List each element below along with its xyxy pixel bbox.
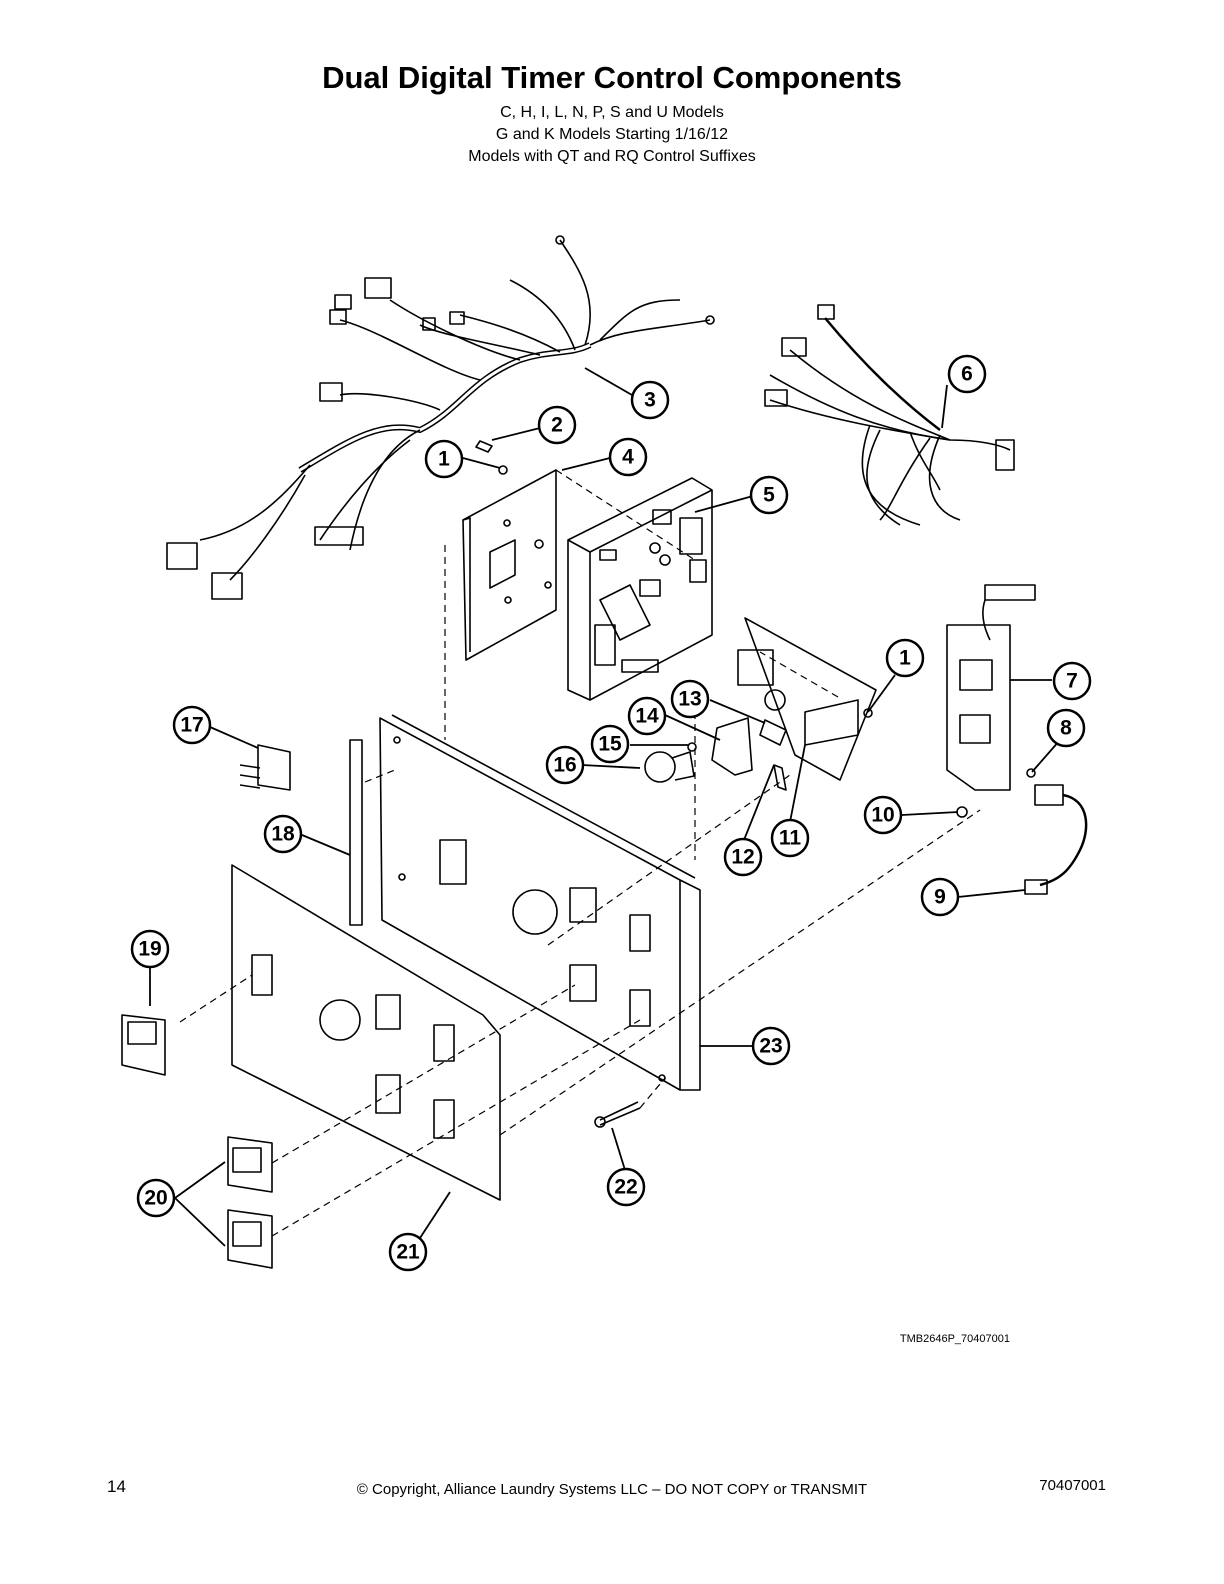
svg-text:14: 14 — [635, 705, 659, 728]
svg-text:7: 7 — [1066, 670, 1078, 693]
alignment-lines — [179, 469, 981, 1237]
svg-text:1: 1 — [438, 448, 450, 471]
svg-text:18: 18 — [271, 823, 295, 846]
callout-21: 21 — [388, 1232, 428, 1272]
svg-text:16: 16 — [553, 754, 576, 777]
svg-text:21: 21 — [396, 1241, 420, 1264]
callout-6: 6 — [947, 354, 987, 394]
leader-lines — [149, 367, 1061, 1247]
svg-text:3: 3 — [644, 389, 656, 412]
svg-text:15: 15 — [598, 733, 622, 756]
callout-18: 18 — [263, 814, 303, 854]
callout-4: 4 — [608, 437, 648, 477]
callout-3: 3 — [630, 380, 670, 420]
callout-11: 11 — [770, 818, 810, 858]
control-panel — [379, 714, 701, 1091]
callout-12: 12 — [723, 837, 763, 877]
page-title: Dual Digital Timer Control Components — [322, 60, 902, 95]
document-number: 70407001 — [1039, 1477, 1106, 1494]
svg-text:5: 5 — [763, 484, 775, 507]
subtitle-line-3: Models with QT and RQ Control Suffixes — [468, 148, 756, 165]
callout-19: 19 — [130, 929, 170, 969]
svg-text:9: 9 — [934, 886, 946, 909]
svg-text:11: 11 — [779, 827, 802, 850]
mounting-plate — [462, 469, 557, 661]
callout-23: 23 — [751, 1026, 791, 1066]
svg-text:8: 8 — [1060, 717, 1072, 740]
svg-text:17: 17 — [180, 714, 203, 737]
svg-text:12: 12 — [731, 846, 754, 869]
svg-text:20: 20 — [144, 1187, 167, 1210]
display-cable — [1024, 784, 1088, 895]
callout-2: 2 — [537, 405, 577, 445]
bracket-assembly — [737, 617, 877, 781]
svg-text:10: 10 — [871, 804, 894, 827]
gasket-strip — [349, 739, 363, 926]
subtitle-line-2: G and K Models Starting 1/16/12 — [495, 126, 729, 143]
control-board — [567, 477, 713, 701]
callout-22: 22 — [606, 1167, 646, 1207]
callout-17: 17 — [172, 705, 212, 745]
rocker-switch-19 — [121, 1014, 166, 1076]
svg-text:2: 2 — [551, 414, 563, 437]
small-parts — [475, 440, 1036, 1128]
svg-text:6: 6 — [961, 363, 973, 386]
page-number: 14 — [107, 1477, 126, 1496]
callout-14: 14 — [627, 696, 667, 736]
connector-block — [239, 744, 291, 791]
svg-text:1: 1 — [899, 647, 911, 670]
main-wire-harness — [166, 235, 715, 600]
callout-16: 16 — [545, 745, 585, 785]
callout-9: 9 — [920, 877, 960, 917]
rocker-switch-20a — [227, 1136, 273, 1193]
secondary-wire-harness — [764, 304, 1015, 526]
svg-text:13: 13 — [678, 688, 701, 711]
callout-15: 15 — [590, 724, 630, 764]
svg-text:22: 22 — [614, 1176, 637, 1199]
callout-1-left: 1 — [424, 439, 464, 479]
svg-text:4: 4 — [622, 446, 634, 469]
callout-5: 5 — [749, 475, 789, 515]
drawing-reference: TMB2646P_70407001 — [899, 1333, 1010, 1345]
rocker-switch-20b — [227, 1209, 273, 1269]
callout-1-right: 1 — [885, 638, 925, 678]
svg-text:19: 19 — [138, 938, 161, 961]
subtitle-line-1: C, H, I, L, N, P, S and U Models — [500, 104, 724, 121]
callout-10: 10 — [863, 795, 903, 835]
callout-8: 8 — [1046, 708, 1086, 748]
callout-20: 20 — [136, 1178, 176, 1218]
copyright-notice: © Copyright, Alliance Laundry Systems LL… — [356, 1481, 868, 1498]
callout-7: 7 — [1052, 661, 1092, 701]
svg-text:23: 23 — [759, 1035, 782, 1058]
display-board — [946, 584, 1036, 791]
callout-13: 13 — [670, 679, 710, 719]
